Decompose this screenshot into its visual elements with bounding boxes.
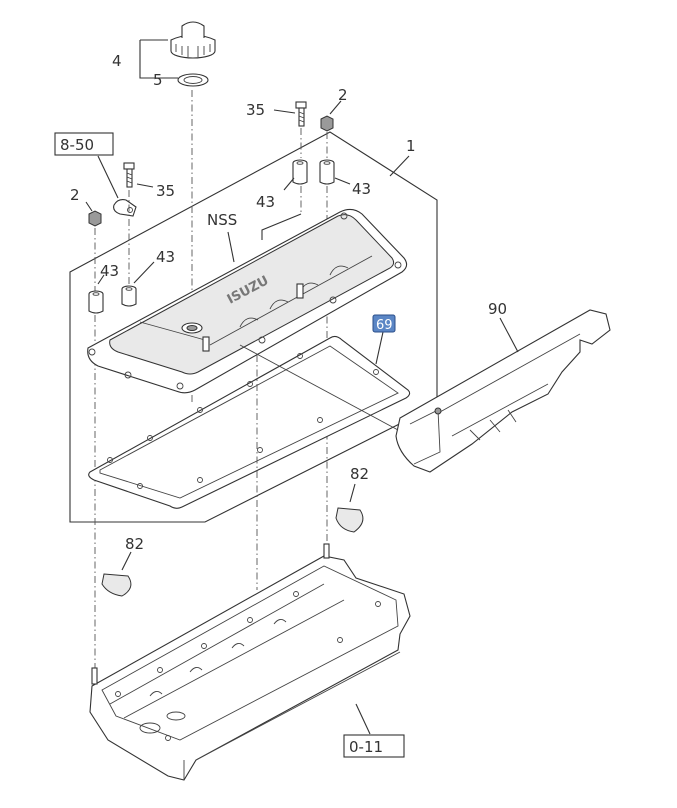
leader-2-left [85,201,93,212]
leader-1 [389,155,410,177]
callout-35-left: 35 [156,182,175,200]
leader-35-left [136,183,154,188]
callout-90: 90 [488,300,507,318]
callout-1: 1 [406,137,416,155]
callout-43-d: 43 [156,248,175,266]
reference-label-0-11: 0-11 [349,738,383,756]
cylinder-head[interactable] [89,543,411,781]
reference-box-0-11[interactable]: 0-11 [343,734,405,758]
leader-43-c [97,274,105,285]
callout-69: 69 [376,318,393,333]
half-moon-plug-82-right[interactable] [335,507,364,533]
leader-8-50 [97,155,119,199]
reference-label-8-50: 8-50 [60,136,94,154]
bolt-35-left[interactable] [123,162,135,188]
leader-82-left [121,551,132,571]
bolt-35-top[interactable] [295,101,307,127]
leader-nss [227,231,235,263]
half-moon-plug-82-left[interactable] [101,573,132,597]
oil-filler-cap[interactable] [170,21,216,59]
callout-nss: NSS [207,211,237,229]
harness-clip[interactable] [113,199,137,217]
reference-box-8-50[interactable]: 8-50 [54,132,114,156]
filler-cap-seal[interactable] [177,73,209,87]
callout-43-b: 43 [352,180,371,198]
leader-43-b [334,177,351,185]
leader-43-d [133,261,155,284]
side-cover-90[interactable] [395,309,611,473]
callout-35-top: 35 [246,101,265,119]
grommet-43-left-b[interactable] [121,285,137,307]
callout-2-left: 2 [70,186,80,204]
callout-82-left: 82 [125,535,144,553]
nut-2-left[interactable] [88,210,102,227]
leader-2-top [329,100,342,115]
callout-5: 5 [153,71,163,89]
callout-4: 4 [112,52,122,70]
leader-35-top [273,109,296,114]
side-cover-alignment-line [239,344,399,431]
grommet-43-top-right[interactable] [319,159,335,185]
grommet-43-top-left[interactable] [292,159,308,185]
leader-82-right [349,483,356,503]
grommet-43-left-a[interactable] [88,290,104,314]
leader-43-a [283,177,295,191]
nut-2-top[interactable] [320,115,334,132]
leader-90 [499,317,519,353]
callout-43-a: 43 [256,193,275,211]
leader-0-11 [355,703,371,735]
callout-bracket-4-5 [139,39,178,79]
head-cover-gasket[interactable] [88,335,411,509]
bracket-43-a [261,213,302,240]
callout-43-c: 43 [100,262,119,280]
callout-82-right: 82 [350,465,369,483]
highlighted-callout-69[interactable]: 69 [372,314,396,333]
callout-2-top: 2 [338,86,348,104]
cylinder-head-cover[interactable] [87,208,408,394]
leader-69 [375,331,384,365]
